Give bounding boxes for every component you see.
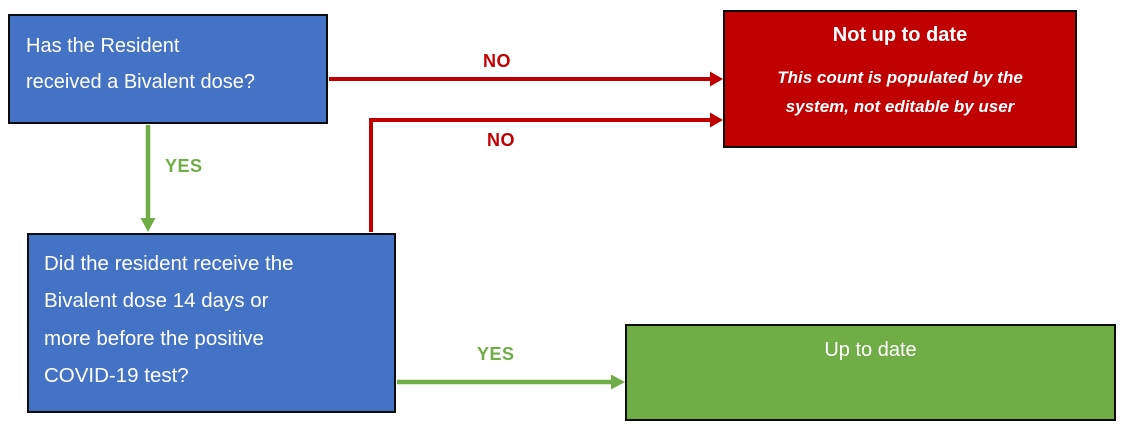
arrow-no-q1-to-not-up-to-date [329, 71, 723, 87]
edge-label-no-1: NO [483, 51, 511, 71]
not-up-to-date-title: Not up to date [832, 24, 968, 46]
decision-box-bivalent-dose: Has the Resident received a Bivalent dos… [8, 14, 328, 124]
edge-label-yes-1: YES [165, 156, 203, 176]
edge-label-no-2: NO [487, 130, 515, 150]
decision-box-14-days: Did the resident receive the Bivalent do… [27, 233, 396, 413]
outcome-box-up-to-date: Up to date [625, 324, 1116, 421]
edge-label-yes-2: YES [477, 344, 515, 364]
arrow-no-q2-to-not-up-to-date [369, 112, 723, 232]
arrow-yes-q1-to-q2 [140, 125, 156, 232]
outcome-box-not-up-to-date: Not up to date This count is populated b… [723, 10, 1077, 148]
not-up-to-date-note: This count is populated by the system, n… [777, 68, 1023, 117]
arrow-yes-q2-to-up-to-date [397, 374, 625, 390]
